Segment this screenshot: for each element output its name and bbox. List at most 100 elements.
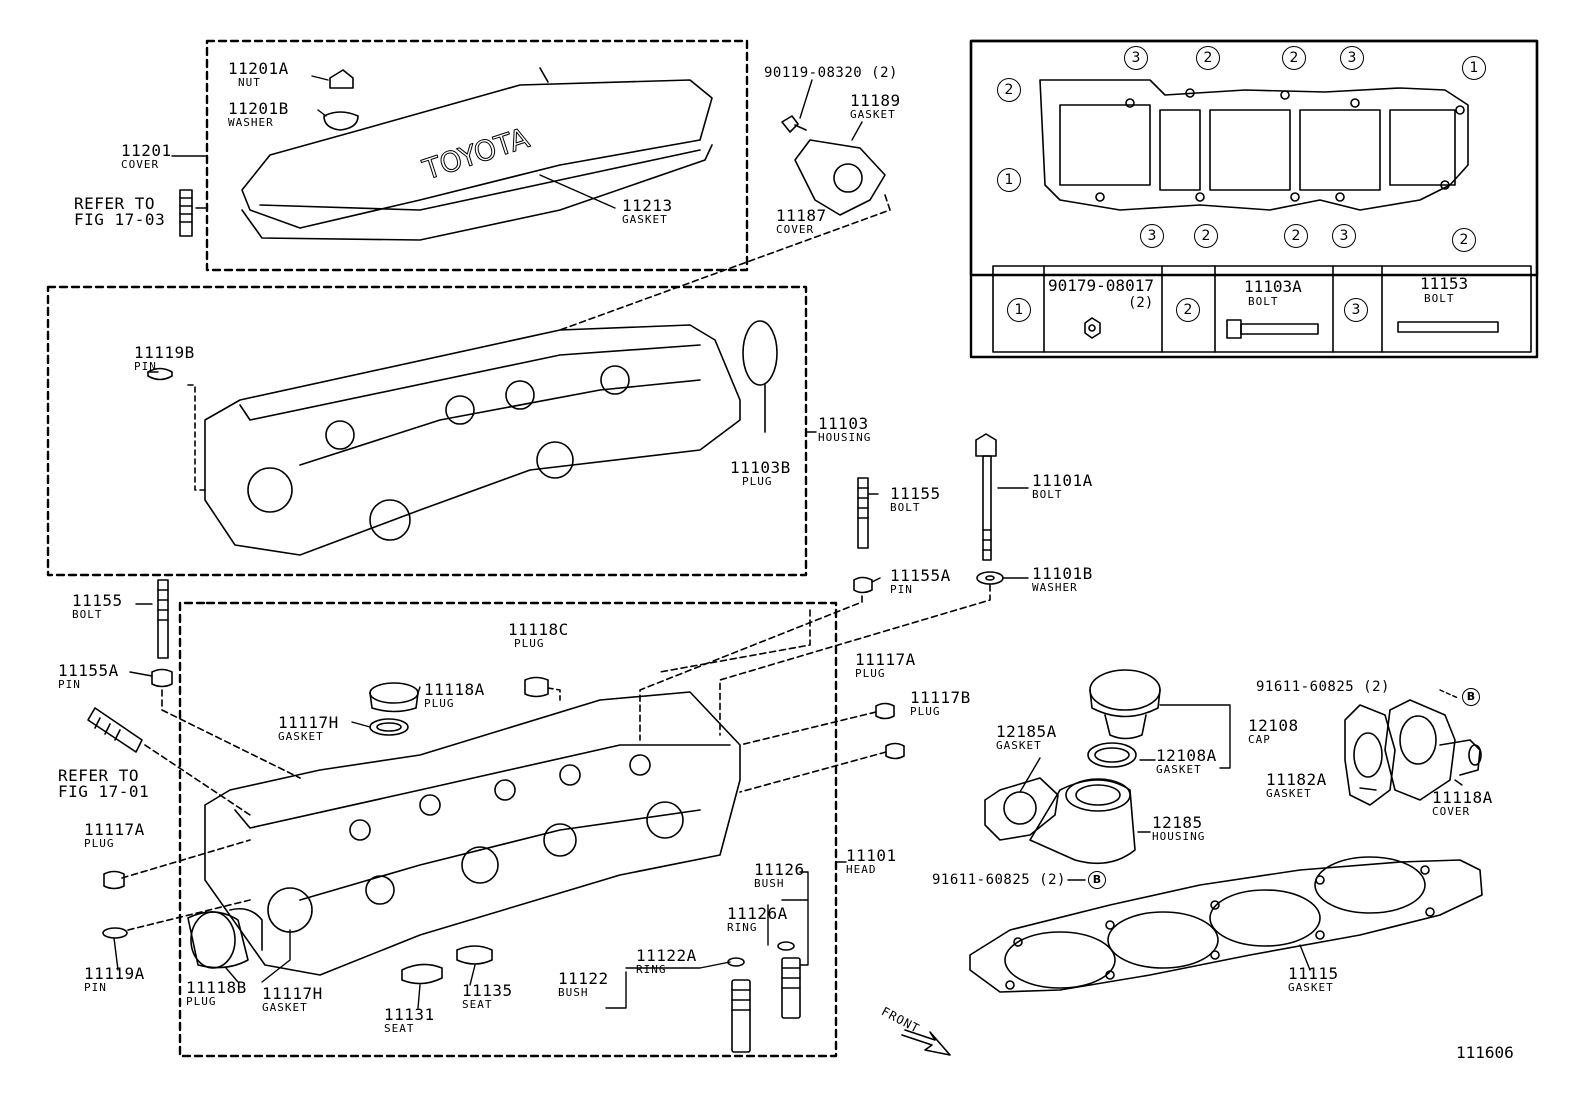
part-number: 11126A: [727, 904, 788, 923]
head-gasket-shape: [969, 856, 1483, 993]
part-number: 11117B: [910, 688, 971, 707]
part-number: 11101A: [1032, 471, 1093, 490]
part-name: SEAT: [384, 1022, 415, 1035]
leader-lines: [113, 75, 1463, 1009]
gasket-shape: [241, 144, 713, 241]
refer-line1: REFER TO: [58, 766, 140, 785]
part-name: WASHER: [1032, 581, 1078, 594]
part-number: 11201B: [228, 99, 289, 118]
part-name: RING: [636, 963, 667, 976]
figure-number: 111606: [1456, 1043, 1514, 1062]
part-number: 11119A: [84, 964, 145, 983]
part-number: 91611-60825 (2): [1256, 679, 1390, 695]
front-arrow-shape: [901, 1029, 951, 1056]
part-91611-60825-bottom[interactable]: 91611-60825 (2): [932, 873, 1066, 887]
part-91611-60825-top[interactable]: 91611-60825 (2): [1256, 680, 1390, 694]
part-number: 11155: [72, 591, 123, 610]
part-number: 11117A: [84, 820, 145, 839]
part-name: NUT: [238, 76, 261, 89]
group-boxes: [46, 39, 838, 1058]
mid-bolts: [639, 433, 1004, 741]
part-name: GASKET: [1266, 787, 1312, 800]
part-name: HOUSING: [818, 431, 872, 444]
left-parts: [87, 579, 301, 939]
legend-row-3-key: 3: [1344, 298, 1368, 322]
legend-key-3: 3: [1124, 46, 1148, 70]
part-number: 11118B: [186, 978, 247, 997]
part-number: 11117H: [262, 984, 323, 1003]
part-number: 11118A: [424, 680, 485, 699]
part-name: PIN: [134, 360, 157, 373]
part-name: GASKET: [262, 1001, 308, 1014]
part-name: RING: [727, 921, 758, 934]
part-number: 91611-60825 (2): [932, 872, 1066, 888]
cover-shape: [241, 79, 713, 229]
part-name: PLUG: [424, 697, 455, 710]
part-number: 11126: [754, 860, 805, 879]
legend-row-2-number: 11103A: [1244, 277, 1302, 296]
part-number: 11118C: [508, 620, 569, 639]
part-number: 11131: [384, 1005, 435, 1024]
legend-key-2: 2: [1196, 46, 1220, 70]
legend-key-1: 1: [997, 168, 1021, 192]
part-90119-08320[interactable]: 90119-08320 (2): [764, 66, 898, 80]
part-name: GASKET: [1288, 981, 1334, 994]
part-name: SEAT: [462, 998, 493, 1011]
part-name: HEAD: [846, 863, 877, 876]
legend-box: [969, 39, 1539, 359]
part-name: PLUG: [742, 475, 773, 488]
water-outlet-parts: [984, 669, 1482, 865]
part-name: PLUG: [84, 837, 115, 850]
part-number: 12185A: [996, 722, 1057, 741]
leader: [559, 194, 891, 331]
legend-key-3: 3: [1332, 224, 1356, 248]
part-name: GASKET: [278, 730, 324, 743]
legend-key-1: 1: [1462, 56, 1486, 80]
legend-row-1-number: 90179-08017: [1048, 276, 1154, 295]
part-number: 11187: [776, 206, 827, 225]
part-name: PLUG: [186, 995, 217, 1008]
part-number: 11119B: [134, 343, 195, 362]
